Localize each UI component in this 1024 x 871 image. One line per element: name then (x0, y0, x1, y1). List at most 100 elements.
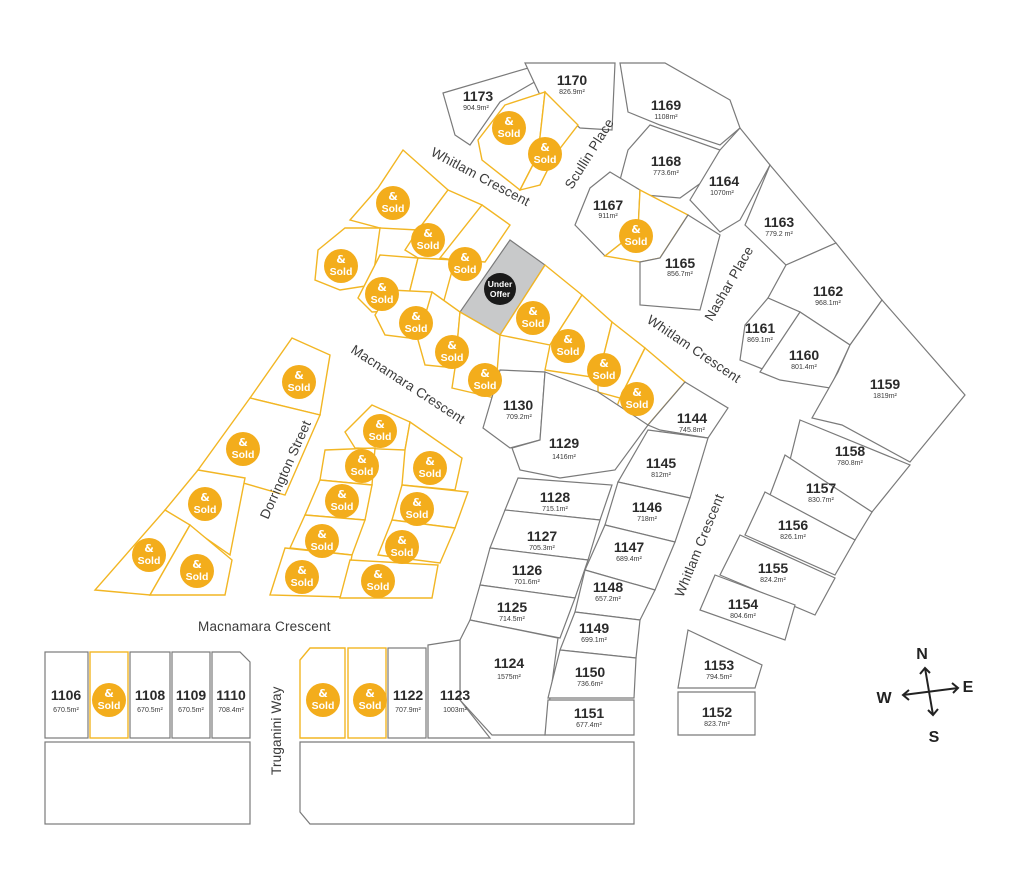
sold-badge: &Sold (325, 484, 359, 518)
sold-badge-circle (324, 249, 358, 283)
sold-badge-circle (132, 538, 166, 572)
lot-1164-area: 1070m² (710, 190, 734, 197)
sold-badge: &Sold (385, 530, 419, 564)
sold-badge-circle (363, 414, 397, 448)
sold-badge-amp: & (411, 310, 421, 323)
lot-1159-number: 1159 (870, 376, 901, 392)
lot-1170[interactable] (524, 62, 616, 131)
lot-1129-number: 1129 (549, 435, 580, 451)
sold-badge-amp: & (238, 436, 248, 449)
lot-1150-number: 1150 (575, 664, 606, 680)
lot-1153[interactable] (677, 629, 763, 689)
sold-badge: &Sold (435, 335, 469, 369)
lot-1165[interactable] (639, 214, 721, 311)
lot-1109[interactable] (171, 651, 211, 739)
sold-badge: &Sold (516, 301, 550, 335)
sold-badge-circle (325, 484, 359, 518)
sold-badge-amp: & (377, 281, 387, 294)
sold-badge-text: Sold (391, 547, 414, 559)
lot-1129[interactable] (511, 371, 649, 479)
lot-1152[interactable] (677, 691, 756, 736)
lot-1164[interactable] (689, 127, 771, 233)
lot-1129-area: 1416m² (552, 454, 576, 461)
lot-1165-area: 856.7m² (667, 271, 693, 278)
sold-badge-amp: & (563, 333, 573, 346)
lot-1160-number: 1160 (789, 347, 820, 363)
sold-badge-text: Sold (351, 466, 374, 478)
lot-1155-number: 1155 (758, 560, 789, 576)
lot-1149-area: 699.1m² (581, 637, 607, 644)
sold-badge: &Sold (492, 111, 526, 145)
lot-1157-area: 830.7m² (808, 497, 834, 504)
compass: N S E W (876, 646, 973, 746)
lot-1162-number: 1162 (813, 283, 844, 299)
lot-1151[interactable] (544, 699, 635, 736)
lot-1106-area: 670.5m² (53, 707, 79, 714)
sold-badge-circle (528, 137, 562, 171)
lot-1148-area: 657.2m² (595, 596, 621, 603)
lot-1156[interactable] (744, 491, 856, 576)
lot-1155[interactable] (719, 534, 836, 616)
lot-1125[interactable] (469, 584, 576, 639)
lot-1123[interactable] (427, 639, 492, 739)
sold-badge-text: Sold (331, 501, 354, 513)
lot-1160-area: 801.4m² (791, 364, 817, 371)
lot-1158-area: 780.8m² (837, 460, 863, 467)
sold-badge: &Sold (413, 451, 447, 485)
sold-badge-circle (619, 219, 653, 253)
lot-1122-area: 707.9m² (395, 707, 421, 714)
sold-badge-amp: & (388, 190, 398, 203)
lot-1123-number: 1123 (440, 687, 471, 703)
lot-1154-number: 1154 (728, 596, 759, 612)
block-south-west[interactable] (44, 741, 251, 825)
lot-1168-number: 1168 (651, 153, 682, 169)
compass-south-arrow (927, 708, 939, 717)
lot-1169[interactable] (619, 62, 741, 146)
lot-1169-number: 1169 (651, 97, 682, 113)
block-south-central[interactable] (299, 741, 635, 825)
lot-1157-number: 1157 (806, 480, 837, 496)
sold-badge-text: Sold (417, 240, 440, 252)
sold-badge-text: Sold (382, 203, 405, 215)
lot-1145-area: 812m² (651, 472, 672, 479)
sold-badge-text: Sold (369, 431, 392, 443)
lot-1161[interactable] (739, 297, 801, 373)
lot-1161-number: 1161 (745, 320, 776, 336)
lot-1160[interactable] (759, 311, 851, 389)
sold-badge-text: Sold (291, 577, 314, 589)
lot-1154[interactable] (699, 574, 796, 641)
lot-1155-area: 824.2m² (760, 577, 786, 584)
lot-1130-area: 709.2m² (506, 414, 532, 421)
lot-1144[interactable] (647, 381, 729, 439)
under-offer-line2: Offer (490, 289, 511, 299)
lot-1148-number: 1148 (593, 579, 624, 595)
sold-badge-text: Sold (474, 380, 497, 392)
sold-badge: &Sold (448, 247, 482, 281)
lot-1147-area: 689.4m² (616, 556, 642, 563)
lot-1108-number: 1108 (135, 687, 166, 703)
lot-1108[interactable] (129, 651, 171, 739)
street-macnamara-crescent: Macnamara Crescent (198, 619, 331, 634)
compass-ew-line (902, 687, 959, 696)
sold-badge: &Sold (132, 538, 166, 572)
lot-1110[interactable] (211, 651, 251, 739)
sold-badge-circle (305, 524, 339, 558)
sold-badge-circle (361, 564, 395, 598)
sold-badge-amp: & (460, 251, 470, 264)
sold-badge-circle (516, 301, 550, 335)
lot-1144-number: 1144 (677, 410, 708, 426)
sold-badge-circle (353, 683, 387, 717)
sold-badge-amp: & (373, 568, 383, 581)
lot-1156-number: 1156 (778, 517, 809, 533)
lot-1106[interactable] (44, 651, 89, 739)
lot-1150-area: 736.6m² (577, 681, 603, 688)
sold-badge-circle (180, 554, 214, 588)
lot-1156-area: 826.1m² (780, 534, 806, 541)
lot-1150[interactable] (547, 649, 637, 699)
lot-1159[interactable] (811, 299, 966, 463)
lot-1147-number: 1147 (614, 539, 645, 555)
sold-badge: &Sold (188, 487, 222, 521)
lot-1122[interactable] (387, 647, 427, 739)
